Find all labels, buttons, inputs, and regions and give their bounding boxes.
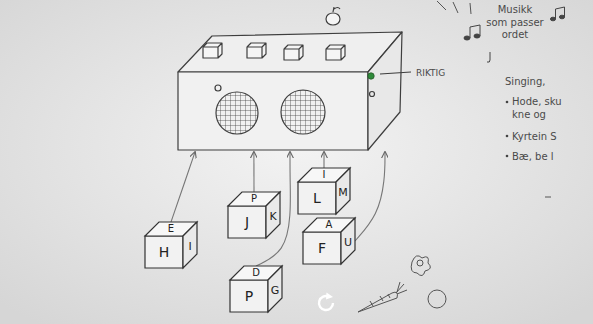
note-head	[559, 15, 564, 19]
pencil-arrow	[323, 152, 324, 168]
carrot-lines	[370, 294, 390, 306]
handwritten-note: Musikk som passer ordet	[486, 4, 544, 42]
toy-box-region: RIKTIG	[175, 28, 405, 152]
cube-letter: U	[344, 237, 352, 248]
cube-side	[266, 192, 280, 238]
cube-front	[298, 182, 336, 214]
ray	[470, 3, 471, 14]
handwritten-note: Kyrtein S	[512, 131, 557, 144]
letter-cube: I L M	[298, 168, 350, 214]
note-head	[464, 36, 470, 40]
ray	[437, 1, 446, 10]
handwritten-note: Hode, sku kne og	[512, 96, 566, 121]
pencil-arrow	[171, 152, 195, 222]
indicator-label: RIKTIG	[416, 69, 445, 78]
note-head	[550, 17, 555, 21]
cube-letter: H	[159, 245, 170, 259]
doodles	[358, 256, 446, 312]
toy-box	[178, 7, 411, 150]
bullet	[506, 135, 509, 138]
bullets	[506, 101, 509, 158]
cube-front	[303, 232, 341, 264]
note-stem	[470, 25, 480, 38]
cube-letter: P	[245, 289, 253, 303]
letter-cube: E H I	[145, 222, 197, 268]
letter-cube: D P G	[230, 266, 282, 312]
carrot-leaves	[396, 282, 407, 294]
cube-front	[230, 280, 268, 312]
sun-rays	[437, 1, 471, 14]
leader-line	[380, 72, 411, 74]
speaker	[281, 90, 325, 134]
reload-arc	[319, 296, 333, 310]
key-cube	[203, 43, 222, 58]
bullet	[506, 101, 509, 104]
small-button	[215, 85, 221, 91]
cube-letter: K	[269, 211, 276, 222]
flower-center	[417, 260, 423, 266]
flower-doodle	[411, 256, 430, 276]
note-head	[474, 34, 480, 38]
cube-letter: I	[323, 170, 326, 180]
dash-mark	[545, 197, 551, 198]
key-cube	[247, 43, 266, 58]
box-side	[368, 32, 402, 150]
key-cube	[326, 45, 345, 60]
letter-cube: A F U	[303, 218, 355, 264]
bullet	[506, 155, 509, 158]
box-front	[178, 72, 368, 150]
carrot	[358, 292, 397, 312]
pencil-arrow	[355, 152, 385, 241]
reload-icon	[319, 293, 333, 311]
green-light	[368, 73, 374, 79]
apple	[326, 13, 340, 25]
circle-doodle	[428, 290, 446, 308]
cube-letter: A	[326, 220, 333, 230]
cube-letter: P	[251, 194, 257, 204]
cube-side	[341, 218, 355, 264]
cube-side	[336, 168, 350, 214]
cube-side	[183, 222, 197, 268]
letter-cube: P J K	[228, 192, 280, 238]
box-top	[178, 32, 402, 72]
cube-front	[145, 236, 183, 268]
apple-stem	[333, 7, 340, 12]
cube-side	[268, 266, 282, 312]
cube-letter: E	[168, 224, 174, 234]
cube-front	[228, 206, 266, 238]
cube-letter: M	[338, 187, 348, 198]
reload-head	[326, 293, 333, 300]
cube-letter: L	[313, 191, 321, 205]
cube-letter: J	[245, 215, 249, 229]
speaker	[216, 92, 258, 134]
note-mark	[487, 52, 490, 62]
handwritten-note: Singing,	[505, 76, 545, 89]
cube-letter: G	[271, 285, 280, 296]
cube-letter: D	[252, 268, 260, 278]
cube-letter: I	[188, 241, 191, 252]
handwritten-note: Bæ, be l	[512, 151, 554, 164]
pencil-arrow	[253, 152, 254, 192]
small-light	[370, 92, 375, 97]
note-stem	[556, 7, 565, 19]
cube-letter: F	[318, 241, 326, 255]
ray	[453, 2, 458, 13]
key-cube	[284, 45, 303, 60]
